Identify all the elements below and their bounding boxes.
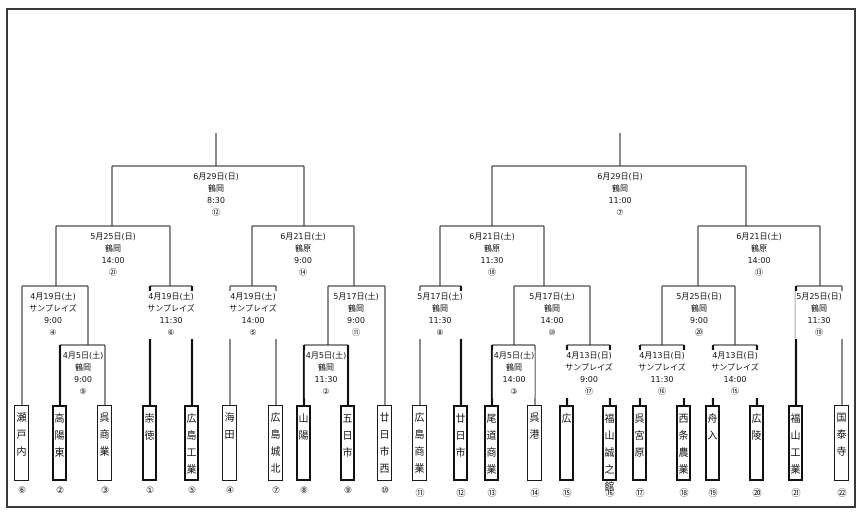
team-name: 呉港 — [529, 413, 540, 441]
seed-number: ⑭ — [530, 489, 540, 499]
seed-number: ㉒ — [837, 489, 847, 499]
team-name: 広島工業 — [186, 414, 197, 476]
team-name: 西条農業 — [678, 414, 689, 476]
team-box-13: 尾道商業 — [484, 405, 499, 481]
team-name: 広島城北 — [270, 413, 281, 475]
seed-number: ④ — [225, 486, 235, 496]
seed-number: ③ — [100, 486, 110, 496]
team-name: 呉宮原 — [634, 414, 645, 459]
seed-number: ⑯ — [605, 489, 615, 499]
team-name: 尾道商業 — [486, 414, 497, 476]
team-name: 広島商業 — [414, 413, 425, 475]
team-box-6: 海田 — [222, 405, 237, 481]
team-box-11: 広島商業 — [412, 405, 427, 481]
seed-number: ⑥ — [17, 486, 27, 496]
seed-number: ⑩ — [380, 486, 390, 496]
team-name: 山陽 — [298, 414, 309, 442]
team-box-20: 広陵 — [749, 405, 764, 481]
seed-number: ② — [55, 486, 65, 496]
team-box-2: 高陽東 — [52, 405, 67, 481]
team-name: 舟入 — [707, 414, 718, 442]
seed-number: ⑱ — [679, 489, 689, 499]
seed-number: ⑲ — [708, 489, 718, 499]
team-box-10: 廿日市西 — [377, 405, 392, 481]
team-box-12: 廿日市 — [453, 405, 468, 481]
team-name: 高陽東 — [54, 414, 65, 459]
team-name: 瀬戸内 — [16, 413, 27, 458]
team-box-8: 山陽 — [296, 405, 311, 481]
team-box-16: 福山誠之館 — [602, 405, 617, 493]
seed-number: ⑳ — [752, 489, 762, 499]
seed-number: ⑮ — [562, 489, 572, 499]
seed-number: ⑬ — [487, 489, 497, 499]
team-name: 五日市 — [342, 414, 353, 459]
team-name: 呉商業 — [99, 413, 110, 458]
team-name: 国泰寺 — [836, 413, 847, 458]
seed-number: ⑨ — [343, 486, 353, 496]
seed-number: ⑤ — [187, 486, 197, 496]
team-box-22: 国泰寺 — [834, 405, 849, 481]
team-name: 海田 — [224, 413, 235, 441]
team-name: 廿日市 — [455, 414, 466, 459]
team-box-1: 瀬戸内 — [14, 405, 29, 481]
seed-number: ⑰ — [635, 489, 645, 499]
team-name: 広 — [561, 414, 572, 425]
team-name: 廿日市西 — [379, 413, 390, 475]
seed-number: ① — [145, 486, 155, 496]
team-box-21: 福山工業 — [788, 405, 803, 481]
team-box-5: 広島工業 — [184, 405, 199, 481]
team-name: 崇徳 — [144, 414, 155, 442]
team-box-3: 呉商業 — [97, 405, 112, 481]
team-box-14: 呉港 — [527, 405, 542, 481]
team-box-19: 舟入 — [705, 405, 720, 481]
seed-number: ⑦ — [271, 486, 281, 496]
seed-number: ⑫ — [456, 489, 466, 499]
team-box-9: 五日市 — [340, 405, 355, 481]
team-box-7: 広島城北 — [268, 405, 283, 481]
team-box-15: 広 — [559, 405, 574, 481]
seed-number: ㉑ — [791, 489, 801, 499]
team-name: 広陵 — [751, 414, 762, 442]
seed-number: ⑪ — [415, 489, 425, 499]
team-name: 福山誠之館 — [604, 414, 615, 493]
team-box-17: 呉宮原 — [632, 405, 647, 481]
team-name: 福山工業 — [790, 414, 801, 476]
team-box-4: 崇徳 — [142, 405, 157, 481]
team-box-18: 西条農業 — [676, 405, 691, 481]
seed-number: ⑧ — [299, 486, 309, 496]
